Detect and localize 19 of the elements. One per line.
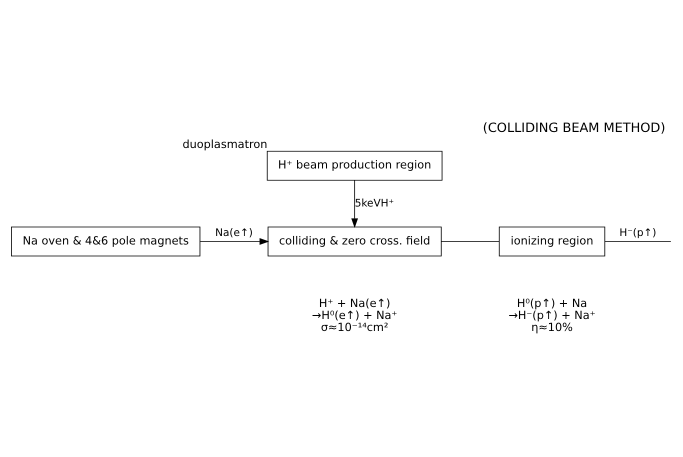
- edge-label: 5keVH⁺: [354, 196, 394, 209]
- connector: [441, 240, 500, 242]
- node-label: duoplasmatron: [182, 138, 268, 151]
- node-label: →H⁻(p↑) + Na⁺: [508, 308, 596, 322]
- node-label: η≈10%: [531, 320, 573, 334]
- arrow: [200, 238, 270, 244]
- node-label: σ≈10⁻¹⁴cm²: [320, 320, 388, 334]
- node-box: ionizing region: [498, 226, 606, 256]
- connector: [604, 240, 672, 242]
- node-label: H⁰(p↑) + Na: [516, 296, 588, 310]
- node-box: Na oven & 4&6 pole magnets: [11, 226, 200, 256]
- edge-label: H⁻(p↑): [619, 226, 656, 239]
- node-label: H⁺ + Na(e↑): [318, 296, 390, 310]
- node-box: colliding & zero cross. field: [268, 226, 442, 256]
- diagram-title: (COLLIDING BEAM METHOD): [482, 120, 666, 136]
- arrow: [351, 180, 358, 228]
- node-label: →H⁰(e↑) + Na⁺: [312, 308, 398, 322]
- node-box: H⁺ beam production region: [266, 150, 442, 180]
- edge-label: Na(e↑): [215, 226, 253, 239]
